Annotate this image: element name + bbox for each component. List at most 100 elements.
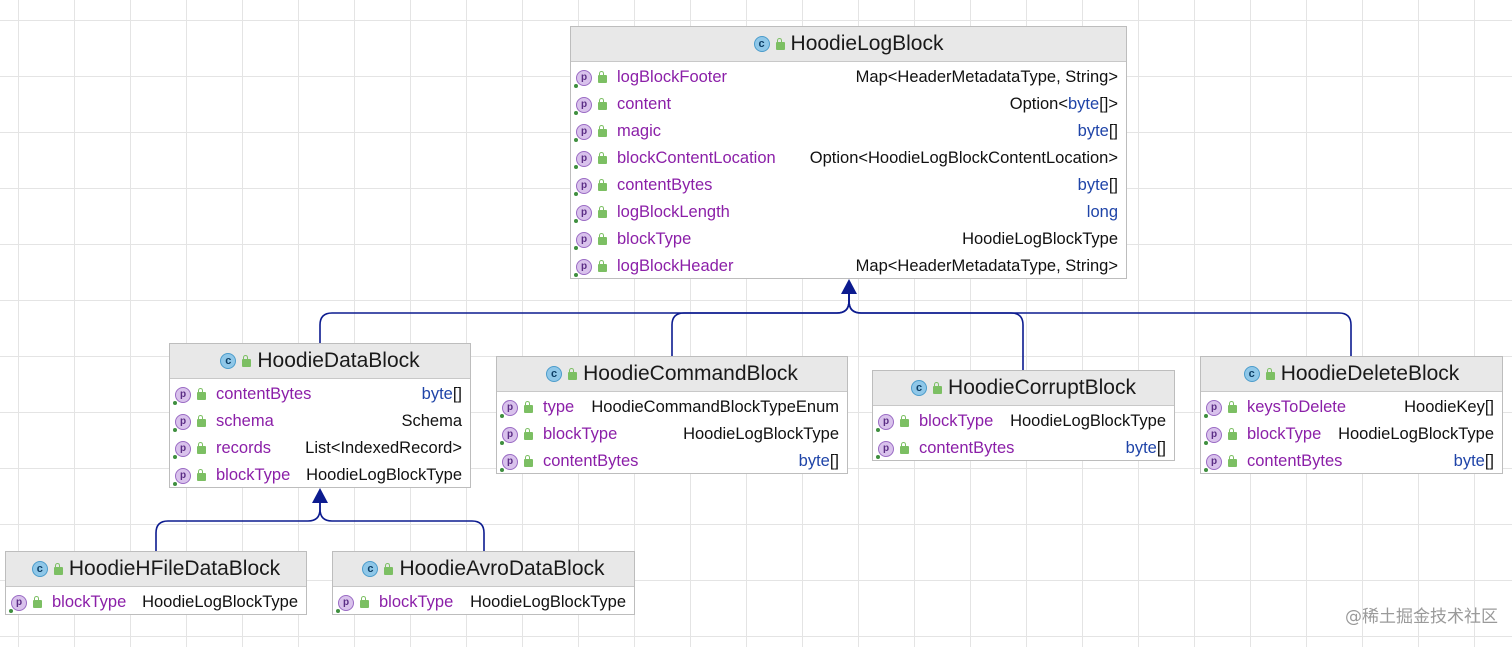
- field-name: logBlockFooter: [617, 68, 728, 86]
- field-name: contentBytes: [216, 385, 312, 403]
- field-type: HoodieLogBlockType: [962, 230, 1118, 248]
- field-row[interactable]: p logBlockHeader Map<HeaderMetadataType, S…: [571, 253, 1126, 280]
- field-type: byte[]: [789, 452, 839, 471]
- field-name: blockType: [52, 593, 127, 611]
- field-type: byte[]: [1116, 439, 1166, 458]
- property-p-icon: p: [574, 231, 592, 250]
- inheritance-edge-HoodieCorruptBlock: [848, 293, 1024, 370]
- field-type: HoodieLogBlockType: [470, 593, 626, 611]
- field-type: List<IndexedRecord>: [305, 439, 462, 457]
- field-name: blockType: [617, 230, 692, 248]
- field-type: HoodieCommandBlockTypeEnum: [591, 398, 839, 416]
- lock-icon: [524, 455, 533, 467]
- lock-icon: [598, 98, 607, 110]
- field-name: blockType: [543, 425, 618, 443]
- field-name: contentBytes: [617, 176, 713, 194]
- lock-icon: [598, 233, 607, 245]
- field-type: Schema: [401, 412, 462, 430]
- lock-icon: [598, 71, 607, 83]
- field-name: contentBytes: [543, 452, 639, 470]
- field-name: blockType: [919, 412, 994, 430]
- lock-icon: [197, 415, 206, 427]
- type-keyword: byte: [1077, 176, 1109, 194]
- inheritance-edge-HoodieHFileDataBlock: [155, 502, 321, 551]
- lock-icon: [1228, 401, 1237, 413]
- class-title: HoodieLogBlock: [790, 32, 944, 55]
- type-text: Option<: [1009, 95, 1068, 113]
- type-text: []: [1156, 439, 1166, 457]
- field-row[interactable]: p type HoodieCommandBlockTypeEnum: [497, 394, 847, 421]
- field-row[interactable]: p blockType HoodieLogBlockType: [571, 226, 1126, 253]
- type-text: []: [452, 385, 462, 403]
- field-type: byte[]: [1068, 122, 1118, 141]
- lock-icon: [524, 401, 533, 413]
- lock-icon: [598, 179, 607, 191]
- field-name: magic: [617, 122, 662, 140]
- class-c-icon: c: [1243, 366, 1260, 382]
- property-p-icon: p: [500, 399, 518, 418]
- field-type: byte[]: [1444, 452, 1494, 471]
- lock-icon: [384, 562, 394, 575]
- type-keyword: byte: [1125, 439, 1157, 457]
- inheritance-edge-HoodieAvroDataBlock: [319, 502, 485, 551]
- field-name: type: [543, 398, 575, 416]
- type-keyword: byte: [1077, 122, 1109, 140]
- lock-icon: [598, 260, 607, 272]
- field-row[interactable]: p magic byte[]: [571, 118, 1126, 145]
- field-name: blockType: [379, 593, 454, 611]
- type-keyword: long: [1086, 203, 1118, 221]
- property-p-icon: p: [574, 258, 592, 277]
- lock-icon: [598, 206, 607, 218]
- inheritance-arrowhead: [841, 279, 857, 294]
- field-name: schema: [216, 412, 274, 430]
- field-type: HoodieKey[]: [1404, 398, 1494, 416]
- property-p-icon: p: [574, 123, 592, 142]
- field-name: logBlockHeader: [617, 257, 734, 275]
- lock-icon: [33, 596, 42, 608]
- inheritance-arrowhead: [312, 488, 328, 503]
- class-c-icon: c: [546, 366, 563, 382]
- lock-icon: [524, 428, 533, 440]
- field-name: contentBytes: [1247, 452, 1343, 470]
- type-keyword: byte: [1453, 452, 1485, 470]
- field-type: HoodieLogBlockType: [1338, 425, 1494, 443]
- field-type: long: [1077, 203, 1118, 222]
- property-p-icon: p: [1204, 426, 1222, 445]
- property-p-icon: p: [574, 96, 592, 115]
- field-name: logBlockLength: [617, 203, 730, 221]
- field-name: content: [617, 95, 672, 113]
- field-type: Map<HeaderMetadataType, String>: [855, 257, 1118, 275]
